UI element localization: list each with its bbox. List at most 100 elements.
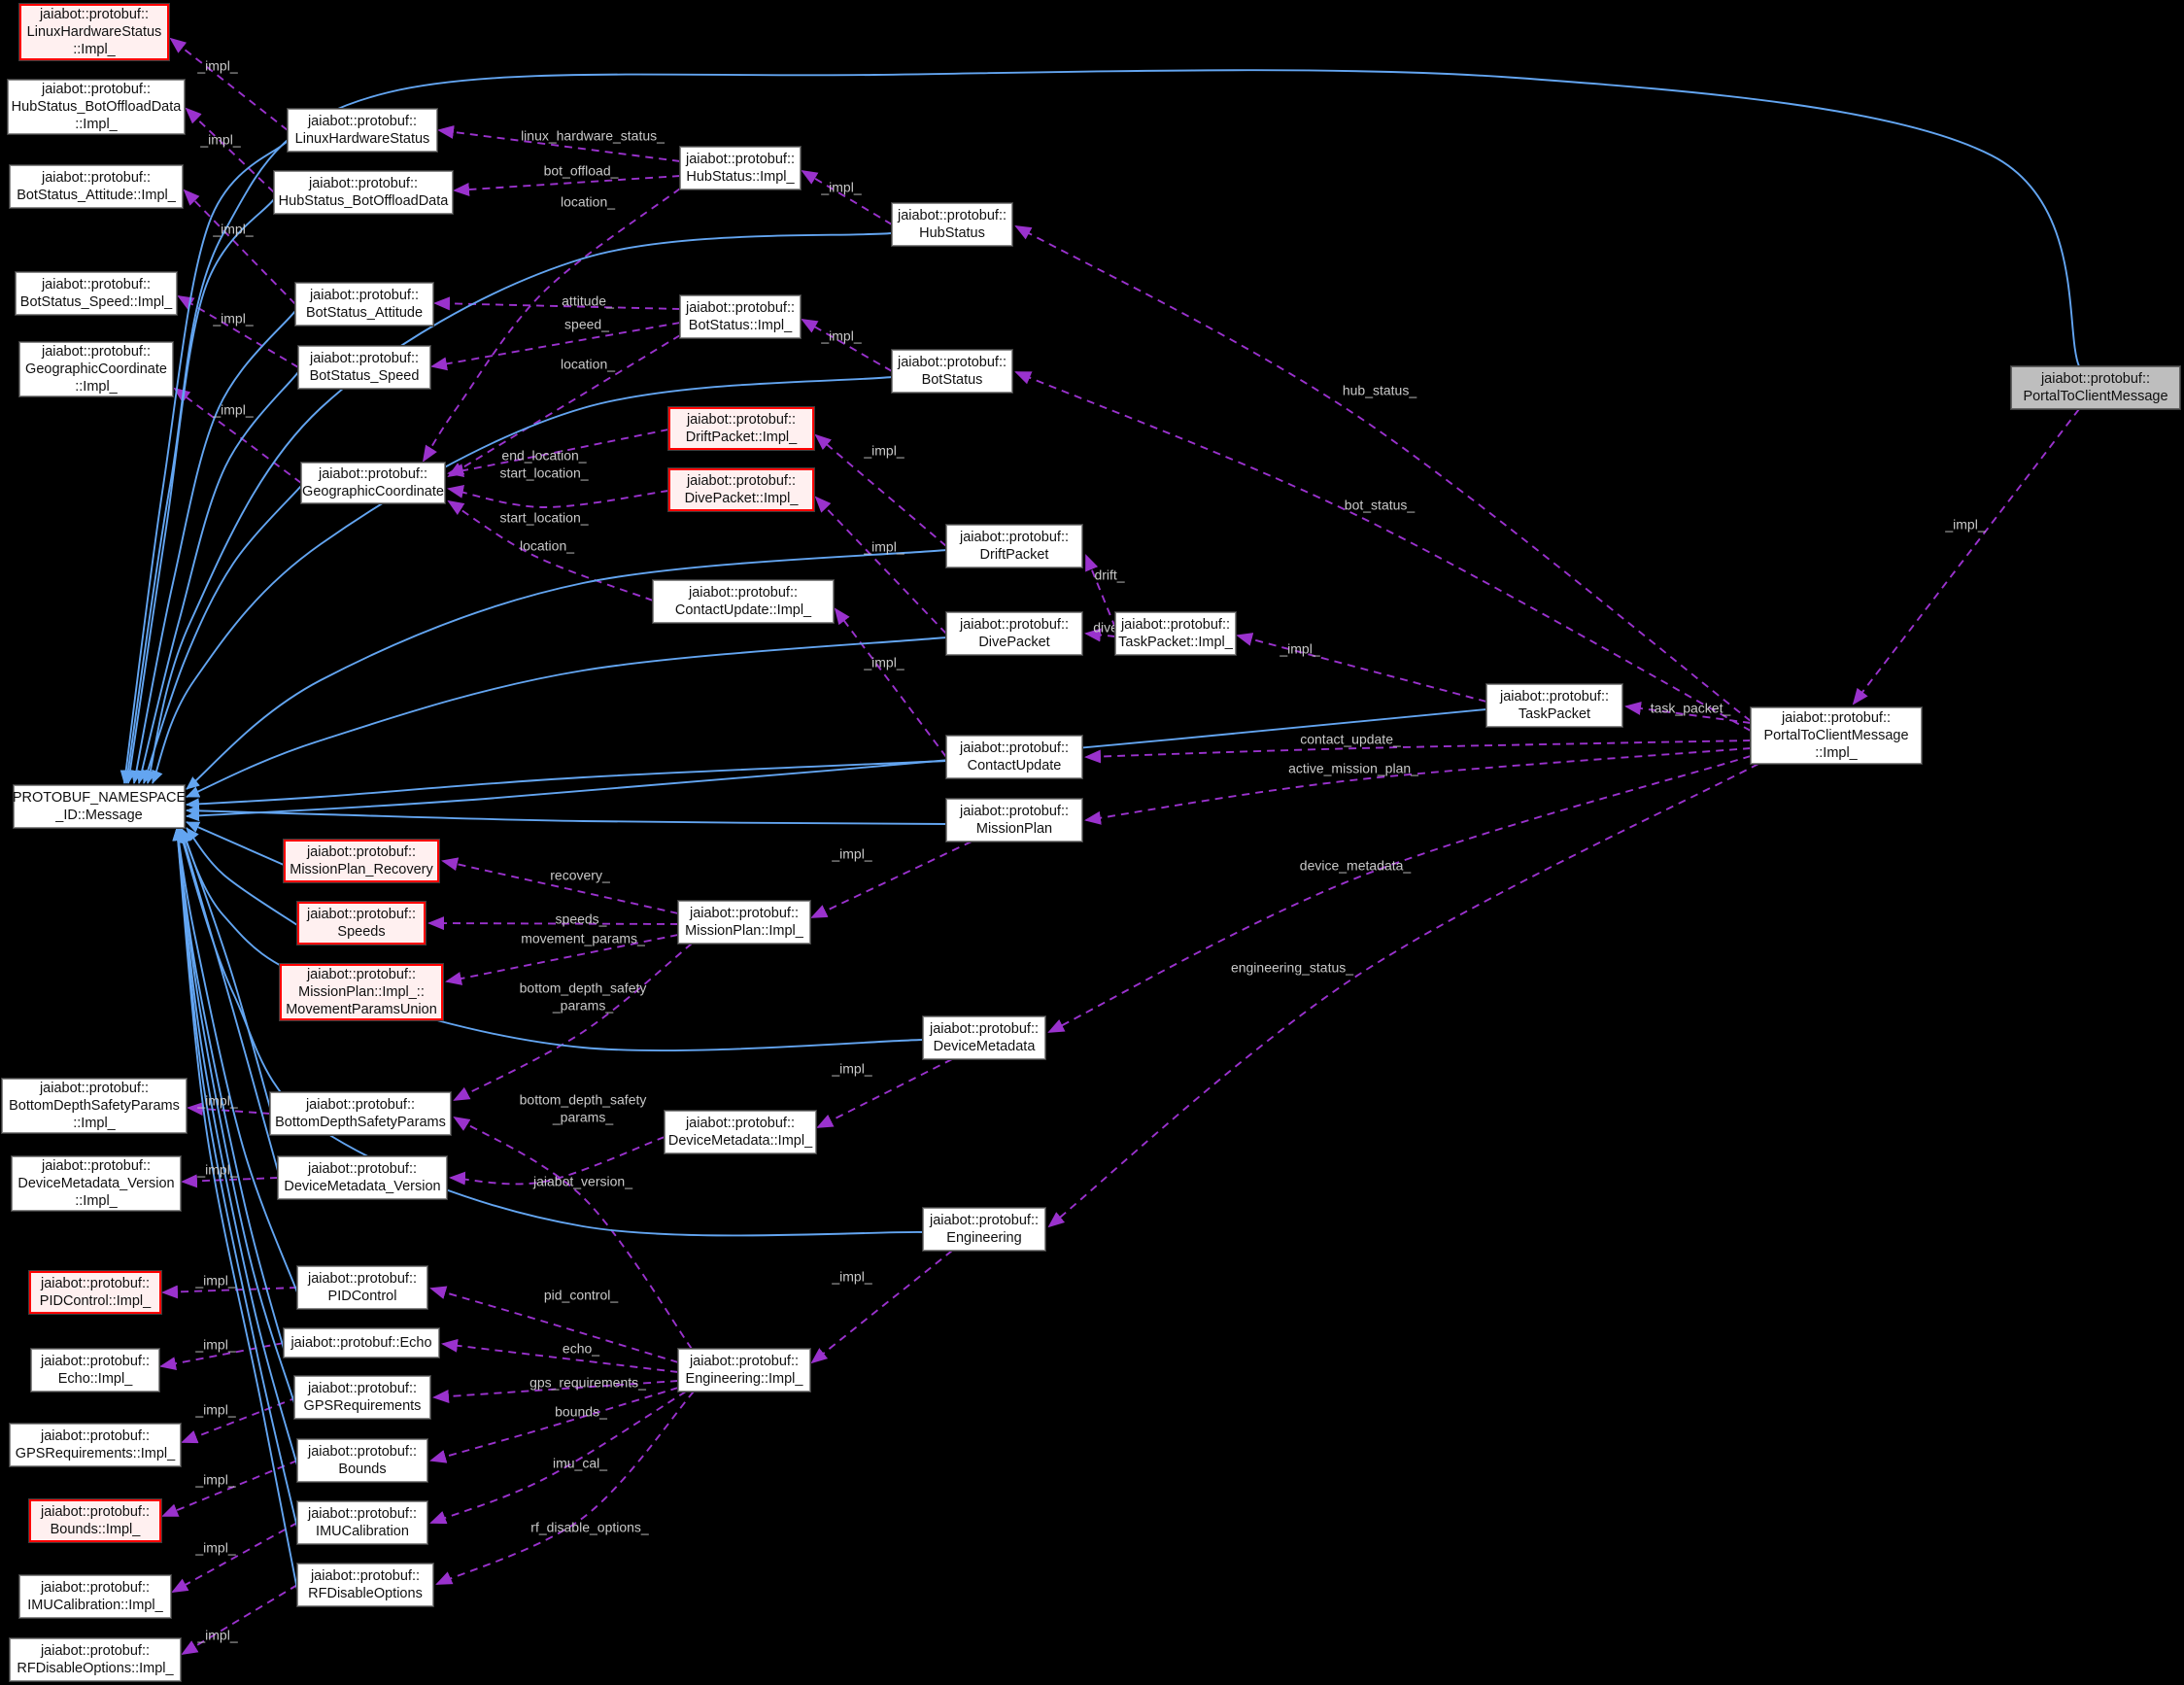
usage-edge xyxy=(1084,628,1116,642)
class-node-hubstatus-impl[interactable]: jaiabot::protobuf:: HubStatus::Impl_ xyxy=(679,146,802,190)
inheritance-edge xyxy=(186,636,947,798)
class-node-movementparamsunion[interactable]: jaiabot::protobuf:: MissionPlan::Impl_::… xyxy=(279,963,444,1021)
class-node-devicemetadata[interactable]: jaiabot::protobuf:: DeviceMetadata xyxy=(922,1015,1046,1060)
usage-edge xyxy=(453,175,681,197)
class-node-bounds[interactable]: jaiabot::protobuf:: Bounds xyxy=(296,1438,428,1483)
usage-edge xyxy=(447,499,654,602)
class-node-botstatus-impl[interactable]: jaiabot::protobuf:: BotStatus::Impl_ xyxy=(679,294,802,339)
inheritance-edge xyxy=(130,310,296,784)
class-node-bottomdepthsafetyparams-impl[interactable]: jaiabot::protobuf:: BottomDepthSafetyPar… xyxy=(1,1078,188,1134)
class-node-echo[interactable]: jaiabot::protobuf::Echo xyxy=(283,1327,440,1358)
usage-edge xyxy=(171,1522,298,1593)
usage-edge xyxy=(1014,371,1752,732)
usage-edge xyxy=(187,1102,271,1117)
class-node-hubstatus-botoffloaddata[interactable]: jaiabot::protobuf:: HubStatus_BotOffload… xyxy=(273,170,454,215)
usage-edge xyxy=(1852,408,2080,705)
usage-edge xyxy=(810,841,973,918)
class-node-message[interactable]: PROTOBUF_NAMESPACE _ID::Message xyxy=(13,784,186,829)
class-node-driftpacket-impl[interactable]: jaiabot::protobuf:: DriftPacket::Impl_ xyxy=(667,406,815,451)
class-node-portaltoclientmessage[interactable]: jaiabot::protobuf:: PortalToClientMessag… xyxy=(2010,365,2181,410)
class-node-missionplan[interactable]: jaiabot::protobuf:: MissionPlan xyxy=(945,798,1083,842)
usage-edge xyxy=(173,387,302,484)
inheritance-edge xyxy=(186,708,1487,822)
inheritance-edge xyxy=(172,827,298,1591)
inheritance-edge xyxy=(186,821,285,866)
class-node-geographiccoordinate[interactable]: jaiabot::protobuf:: GeographicCoordinate xyxy=(300,462,446,504)
usage-edge xyxy=(453,1116,693,1350)
class-node-botstatus-attitude-impl[interactable]: jaiabot::protobuf:: BotStatus_Attitude::… xyxy=(9,164,184,209)
usage-edge xyxy=(432,1380,679,1403)
usage-edge xyxy=(1624,702,1752,724)
class-node-hubstatus-botoffloaddata-impl[interactable]: jaiabot::protobuf:: HubStatus_BotOffload… xyxy=(7,79,186,135)
class-node-taskpacket[interactable]: jaiabot::protobuf:: TaskPacket xyxy=(1485,683,1623,728)
usage-edge xyxy=(433,296,681,311)
usage-edge xyxy=(427,916,679,931)
usage-edge xyxy=(834,607,947,758)
inheritance-edge xyxy=(186,549,947,790)
class-node-bounds-impl[interactable]: jaiabot::protobuf:: Bounds::Impl_ xyxy=(28,1498,162,1543)
usage-edge xyxy=(447,334,681,478)
class-node-missionplan-recovery[interactable]: jaiabot::protobuf:: MissionPlan_Recovery xyxy=(283,839,440,883)
class-node-echo-impl[interactable]: jaiabot::protobuf:: Echo::Impl_ xyxy=(30,1348,160,1393)
class-node-hubstatus[interactable]: jaiabot::protobuf:: HubStatus xyxy=(891,202,1013,247)
usage-edge xyxy=(422,188,681,463)
class-node-divepacket-impl[interactable]: jaiabot::protobuf:: DivePacket::Impl_ xyxy=(667,467,815,512)
class-node-imucalibration-impl[interactable]: jaiabot::protobuf:: IMUCalibration::Impl… xyxy=(18,1574,172,1619)
class-node-contactupdate-impl[interactable]: jaiabot::protobuf:: ContactUpdate::Impl_ xyxy=(652,579,835,624)
class-node-botstatus[interactable]: jaiabot::protobuf:: BotStatus xyxy=(891,349,1013,394)
class-node-geographiccoordinate-impl[interactable]: jaiabot::protobuf:: GeographicCoordinate… xyxy=(18,341,174,397)
class-node-botstatus-speed[interactable]: jaiabot::protobuf:: BotStatus_Speed xyxy=(297,345,431,390)
usage-edge xyxy=(445,934,679,985)
class-node-bottomdepthsafetyparams[interactable]: jaiabot::protobuf:: BottomDepthSafetyPar… xyxy=(269,1091,452,1136)
usage-edge xyxy=(441,1338,679,1373)
inheritance-edge xyxy=(119,140,289,784)
class-node-missionplan-impl[interactable]: jaiabot::protobuf:: MissionPlan::Impl_ xyxy=(677,900,811,945)
usage-edge xyxy=(1236,633,1487,703)
usage-edge xyxy=(814,433,947,547)
class-node-linuxhardwarestatus[interactable]: jaiabot::protobuf:: LinuxHardwareStatus xyxy=(287,108,438,153)
class-node-pidcontrol[interactable]: jaiabot::protobuf:: PIDControl xyxy=(296,1265,428,1310)
usage-edge xyxy=(429,1387,679,1463)
class-node-rfdisableoptions[interactable]: jaiabot::protobuf:: RFDisableOptions xyxy=(296,1563,434,1607)
class-node-botstatus-attitude[interactable]: jaiabot::protobuf:: BotStatus_Attitude xyxy=(294,282,434,327)
usage-edge xyxy=(1084,747,1752,825)
inheritance-edge xyxy=(186,827,298,926)
class-node-contactupdate[interactable]: jaiabot::protobuf:: ContactUpdate xyxy=(945,735,1083,779)
inheritance-edge xyxy=(172,827,295,1404)
inheritance-edge xyxy=(145,232,893,784)
usage-edge xyxy=(447,429,669,478)
usage-edge xyxy=(1047,755,1752,1033)
class-node-imucalibration[interactable]: jaiabot::protobuf:: IMUCalibration xyxy=(296,1500,428,1545)
usage-edge xyxy=(441,857,679,914)
usage-edge xyxy=(161,1285,298,1299)
class-node-gpsrequirements[interactable]: jaiabot::protobuf:: GPSRequirements xyxy=(293,1375,431,1420)
usage-edge xyxy=(1084,739,1752,764)
usage-edge xyxy=(801,319,893,372)
class-node-driftpacket[interactable]: jaiabot::protobuf:: DriftPacket xyxy=(945,524,1083,568)
usage-edge xyxy=(1047,763,1759,1228)
class-node-gpsrequirements-impl[interactable]: jaiabot::protobuf:: GPSRequirements::Imp… xyxy=(9,1423,182,1467)
usage-edge xyxy=(429,1286,679,1363)
class-node-devicemetadata-impl[interactable]: jaiabot::protobuf:: DeviceMetadata::Impl… xyxy=(664,1110,817,1154)
class-node-speeds[interactable]: jaiabot::protobuf:: Speeds xyxy=(296,901,427,946)
class-node-portaltoclientmessage-impl[interactable]: jaiabot::protobuf:: PortalToClientMessag… xyxy=(1750,706,1923,765)
inheritance-edge xyxy=(172,827,298,1466)
inheritance-edge xyxy=(142,485,302,784)
class-node-linuxhardwarestatus-impl[interactable]: jaiabot::protobuf:: LinuxHardwareStatus … xyxy=(18,3,170,61)
usage-edge xyxy=(430,322,681,371)
class-node-pidcontrol-impl[interactable]: jaiabot::protobuf:: PIDControl::Impl_ xyxy=(28,1270,162,1315)
class-node-devicemetadata-version-impl[interactable]: jaiabot::protobuf:: DeviceMetadata_Versi… xyxy=(11,1155,182,1212)
class-node-divepacket[interactable]: jaiabot::protobuf:: DivePacket xyxy=(945,611,1083,656)
class-node-botstatus-speed-impl[interactable]: jaiabot::protobuf:: BotStatus_Speed::Imp… xyxy=(15,271,178,316)
usage-edge xyxy=(185,107,275,193)
class-node-rfdisableoptions-impl[interactable]: jaiabot::protobuf:: RFDisableOptions::Im… xyxy=(9,1637,182,1682)
usage-edge xyxy=(181,1174,279,1188)
class-node-engineering-impl[interactable]: jaiabot::protobuf:: Engineering::Impl_ xyxy=(677,1348,811,1393)
class-node-devicemetadata-version[interactable]: jaiabot::protobuf:: DeviceMetadata_Versi… xyxy=(277,1155,448,1200)
class-node-taskpacket-impl[interactable]: jaiabot::protobuf:: TaskPacket::Impl_ xyxy=(1114,611,1237,656)
inheritance-edge xyxy=(121,69,2080,784)
class-node-engineering[interactable]: jaiabot::protobuf:: Engineering xyxy=(922,1207,1046,1252)
inheritance-edge xyxy=(136,371,299,784)
usage-edge xyxy=(810,1250,953,1364)
